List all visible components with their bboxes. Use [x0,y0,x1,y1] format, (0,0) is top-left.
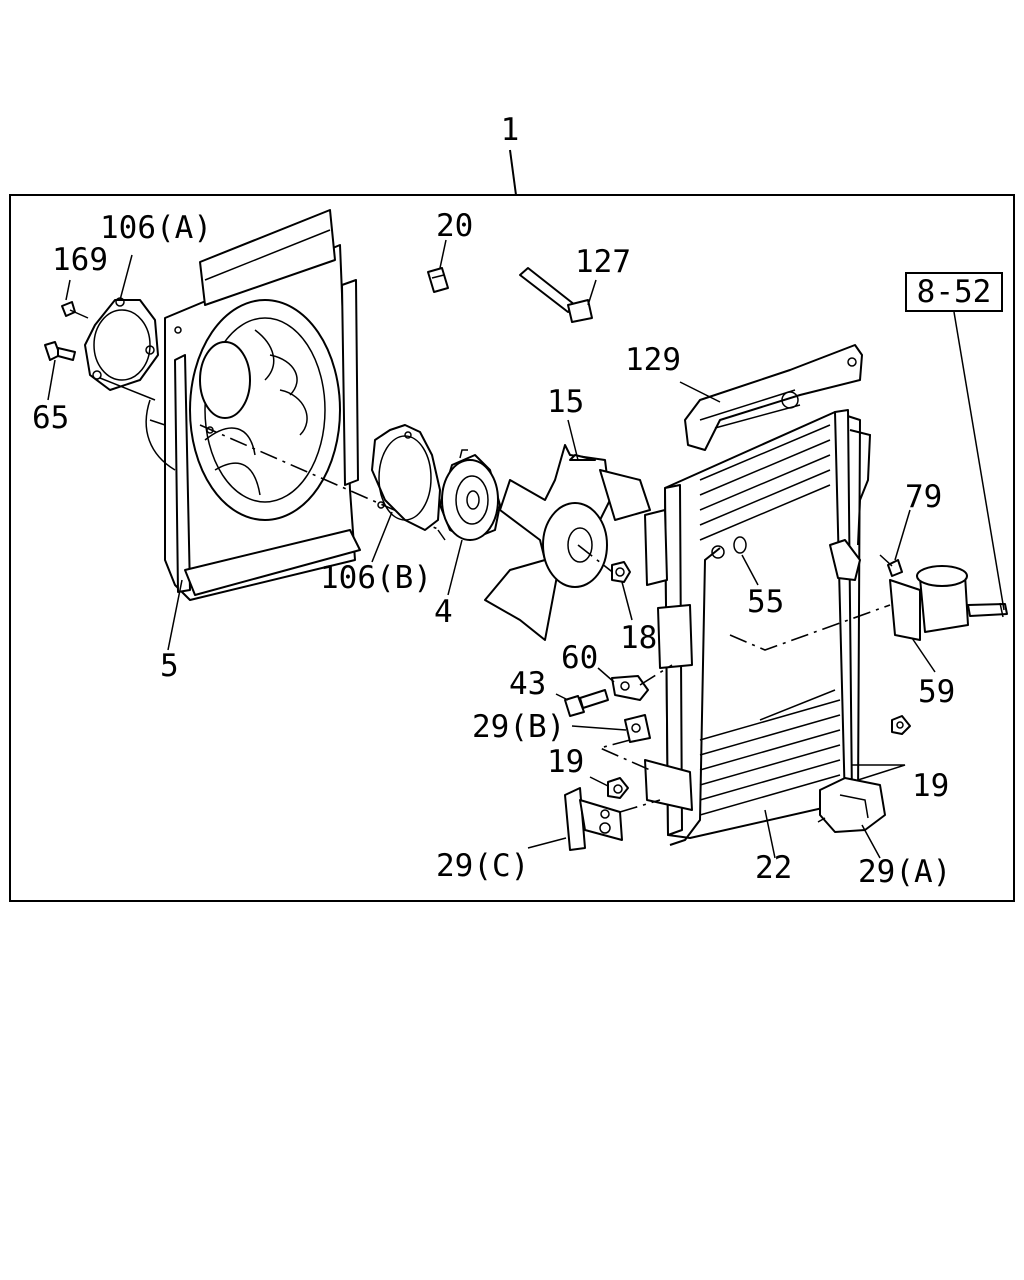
dash-29c [619,799,661,813]
label-29a: 29(A) [858,854,951,890]
label-19-right: 19 [912,768,949,804]
label-20: 20 [436,208,473,244]
leader-5 [167,579,183,651]
leader-65 [47,359,56,401]
bracket-29b [624,714,651,743]
receiver-drier [889,565,1008,641]
label-129: 129 [625,342,681,378]
cable-tie-127-icon [519,267,593,323]
o-ring-55-icon [733,536,747,554]
label-5: 5 [160,648,179,684]
label-19-left: 19 [547,744,584,780]
leader-18 [621,581,633,621]
label-60: 60 [561,640,598,676]
leader-29b [571,725,627,731]
leader-22 [764,809,776,859]
leader-8-52 [953,311,1005,611]
nut-19-right-icon [891,715,911,735]
label-15: 15 [547,384,584,420]
ref-box-label: 8-52 [917,274,992,310]
leader-106a [119,254,133,301]
label-79: 79 [905,479,942,515]
nut-18-icon [611,561,631,583]
bolt-79-icon [879,554,903,577]
leader-79 [894,509,911,561]
label-127: 127 [575,244,631,280]
gasket-106a [84,297,159,391]
label-43: 43 [509,666,546,702]
label-55: 55 [747,584,784,620]
label-4: 4 [434,594,453,630]
leader-29c [527,837,567,849]
fan-motor [437,449,501,541]
leader-15 [567,419,579,461]
leader-55 [741,554,759,586]
ref-box-8-52[interactable] [905,272,1003,312]
label-22: 22 [755,850,792,886]
bolt-65-icon [44,341,76,361]
label-29c: 29(C) [436,848,529,884]
bracket-29a [817,777,886,833]
label-106b: 106(B) [320,560,432,596]
condenser [644,409,872,846]
label-65: 65 [32,400,69,436]
clip-20-icon [427,267,449,293]
bracket-60 [611,675,649,701]
leader-129 [679,381,721,403]
leader-60 [597,667,615,683]
dash-fan-axis [199,424,441,531]
nut-19-left-icon [607,777,629,799]
label-29b: 29(B) [472,709,565,745]
bracket-129 [684,344,863,451]
diagram-frame [9,194,1015,902]
leader-43 [555,693,569,701]
label-59: 59 [918,674,955,710]
leader-29a [861,824,881,859]
label-106a: 106(A) [100,210,212,246]
leader-106b [371,511,393,563]
leader-127 [587,279,597,306]
fan-shroud [145,209,361,601]
bolt-43-icon [564,689,609,717]
dash-drier [729,604,891,651]
fan-blade [484,444,651,641]
gasket-106b [371,424,441,531]
label-169: 169 [52,242,108,278]
dash-60 [639,664,673,686]
bracket-29c [564,787,623,851]
leader-169 [65,279,71,301]
label-1: 1 [501,112,520,148]
dash-29b [597,739,651,771]
leader-19-left [589,776,609,787]
leader-4 [447,539,463,596]
label-18: 18 [620,620,657,656]
leader-20 [439,239,447,269]
screw-169-icon [61,301,89,319]
leader-59 [911,637,936,673]
leader-gasket [99,377,156,401]
leader-19-right [852,764,906,781]
leader-1 [509,149,517,196]
